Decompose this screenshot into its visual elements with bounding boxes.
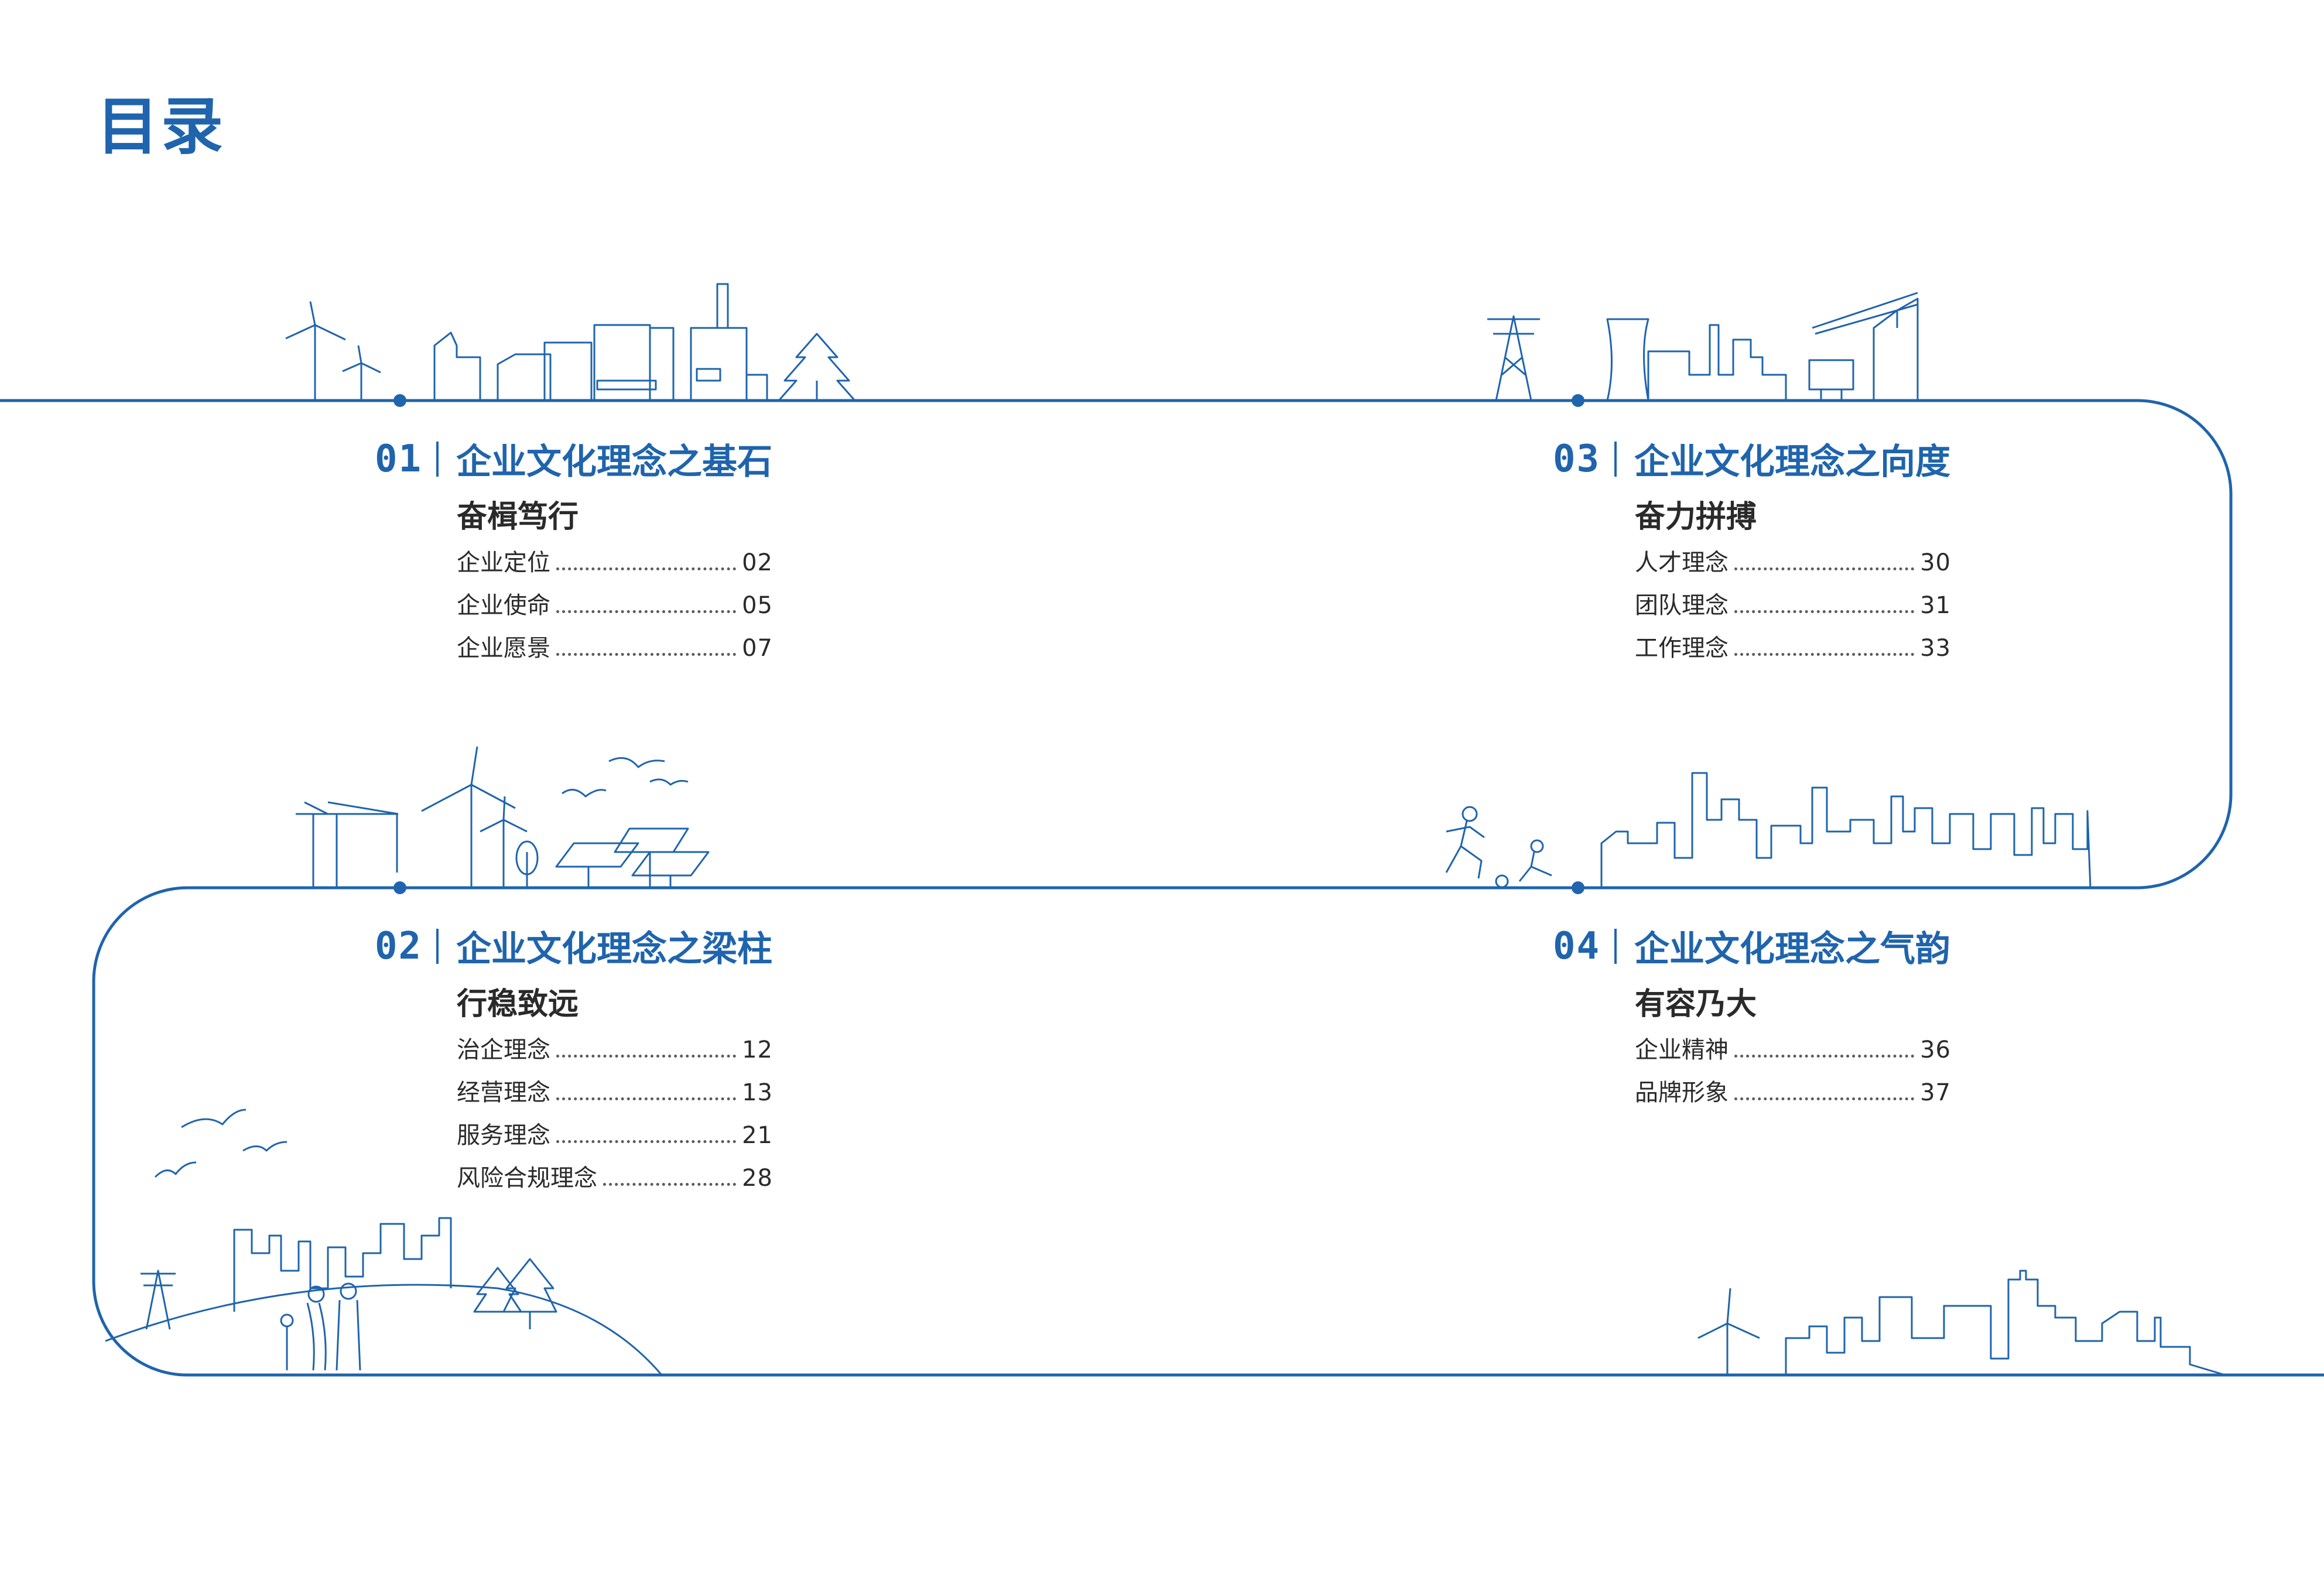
birds-icon bbox=[154, 1109, 287, 1178]
toc-entry-page: 31 bbox=[1920, 592, 1951, 619]
toc-entry-page: 07 bbox=[742, 635, 773, 662]
toc-entry-label: 企业定位 bbox=[457, 549, 550, 576]
toc-entry[interactable]: 团队理念 31 bbox=[1635, 586, 1951, 629]
toc-entry[interactable]: 服务理念 21 bbox=[457, 1116, 773, 1159]
football-players-icon bbox=[1445, 806, 1552, 888]
toc-entry-page: 30 bbox=[1920, 549, 1951, 576]
toc-entry-label: 企业愿景 bbox=[457, 635, 550, 662]
toc-entry-page: 37 bbox=[1920, 1079, 1951, 1106]
dot-leader bbox=[1734, 598, 1915, 613]
toc-list: 企业定位 02 企业使命 05 企业愿景 07 bbox=[457, 543, 773, 672]
dot-leader bbox=[1734, 641, 1915, 656]
section-subtitle: 奋力拼搏 bbox=[1635, 500, 1757, 535]
toc-list: 治企理念 12 经营理念 13 服务理念 21 风险合规理念 28 bbox=[457, 1031, 773, 1202]
toc-entry-page: 33 bbox=[1920, 635, 1951, 662]
toc-entry-page: 13 bbox=[742, 1079, 773, 1106]
toc-list: 人才理念 30 团队理念 31 工作理念 33 bbox=[1635, 543, 1951, 672]
toc-entry-label: 工作理念 bbox=[1635, 635, 1729, 662]
toc-entry-label: 人才理念 bbox=[1635, 549, 1729, 576]
toc-entry-label: 服务理念 bbox=[457, 1122, 550, 1149]
toc-entry-label: 企业精神 bbox=[1635, 1036, 1729, 1063]
toc-entry-label: 团队理念 bbox=[1635, 592, 1729, 619]
section-number: 02 bbox=[375, 924, 423, 968]
section-divider bbox=[1614, 441, 1617, 477]
tower-crane-icon bbox=[296, 801, 399, 889]
toc-entry-page: 02 bbox=[742, 549, 773, 576]
section-divider bbox=[436, 441, 439, 477]
path-node-03 bbox=[1572, 394, 1584, 407]
toc-entry-page: 36 bbox=[1920, 1036, 1951, 1063]
dot-leader bbox=[603, 1171, 737, 1186]
dot-leader bbox=[556, 1043, 737, 1058]
tree-icon bbox=[778, 333, 856, 402]
dot-leader bbox=[1734, 556, 1915, 570]
section-number: 01 bbox=[375, 437, 423, 481]
toc-entry[interactable]: 企业定位 02 bbox=[457, 543, 773, 586]
timeline-path bbox=[0, 399, 2324, 1377]
section-subtitle: 有容乃大 bbox=[1635, 987, 1757, 1022]
toc-entry[interactable]: 人才理念 30 bbox=[1635, 543, 1951, 586]
path-node-04 bbox=[1572, 881, 1584, 894]
harbor-crane-icon bbox=[1812, 292, 1919, 401]
section-title[interactable]: 企业文化理念之向度 bbox=[1634, 442, 1951, 483]
city-skyline-icon bbox=[1600, 772, 2092, 888]
solar-panel-icon bbox=[555, 827, 710, 888]
toc-entry-page: 05 bbox=[742, 592, 773, 619]
toc-entry-label: 企业使命 bbox=[457, 592, 550, 619]
section-divider bbox=[436, 928, 439, 964]
toc-entry-label: 经营理念 bbox=[457, 1079, 550, 1106]
dot-leader bbox=[1734, 1086, 1915, 1100]
transmission-tower-icon bbox=[1487, 315, 1540, 401]
section-divider bbox=[1614, 928, 1617, 964]
path-node-01 bbox=[393, 394, 406, 407]
section-number: 03 bbox=[1553, 437, 1601, 481]
toc-entry[interactable]: 品牌形象 37 bbox=[1635, 1073, 1951, 1116]
toc-entry[interactable]: 工作理念 33 bbox=[1635, 629, 1951, 672]
dot-leader bbox=[556, 598, 737, 613]
toc-entry[interactable]: 企业精神 36 bbox=[1635, 1031, 1951, 1073]
family-silhouette-icon bbox=[280, 1282, 361, 1371]
toc-entry[interactable]: 企业使命 05 bbox=[457, 586, 773, 629]
tree-icon bbox=[473, 1258, 557, 1329]
section-subtitle: 行稳致远 bbox=[457, 987, 579, 1022]
toc-entry-page: 21 bbox=[742, 1122, 773, 1149]
section-title[interactable]: 企业文化理念之基石 bbox=[456, 442, 773, 483]
toc-entry-page: 28 bbox=[742, 1165, 773, 1192]
transmission-tower-icon bbox=[141, 1270, 176, 1330]
toc-entry-label: 治企理念 bbox=[457, 1036, 550, 1063]
wind-turbine-icon bbox=[421, 746, 528, 888]
dot-leader bbox=[556, 641, 737, 656]
power-plant-skyline-icon bbox=[1606, 318, 1854, 401]
dot-leader bbox=[1734, 1043, 1915, 1058]
hill-outline bbox=[105, 1284, 663, 1376]
tree-icon bbox=[515, 840, 539, 888]
birds-icon bbox=[562, 757, 689, 798]
path-node-02 bbox=[393, 881, 406, 894]
toc-entry-label: 风险合规理念 bbox=[457, 1165, 597, 1192]
section-title[interactable]: 企业文化理念之梁柱 bbox=[456, 929, 773, 970]
toc-entry-page: 12 bbox=[742, 1036, 773, 1063]
dot-leader bbox=[556, 1086, 737, 1100]
toc-entry[interactable]: 企业愿景 07 bbox=[457, 629, 773, 672]
toc-entry[interactable]: 风险合规理念 28 bbox=[457, 1159, 773, 1202]
wind-turbine-icon bbox=[285, 301, 381, 401]
city-skyline-icon bbox=[233, 1217, 452, 1312]
wind-turbine-icon bbox=[1697, 1288, 1760, 1375]
toc-list: 企业精神 36 品牌形象 37 bbox=[1635, 1031, 1951, 1116]
dot-leader bbox=[556, 556, 737, 570]
section-subtitle: 奋楫笃行 bbox=[457, 500, 579, 535]
section-title[interactable]: 企业文化理念之气韵 bbox=[1634, 929, 1951, 970]
dot-leader bbox=[556, 1128, 737, 1143]
toc-entry-label: 品牌形象 bbox=[1635, 1079, 1729, 1106]
toc-entry[interactable]: 经营理念 13 bbox=[457, 1073, 773, 1116]
city-skyline-icon bbox=[1785, 1270, 2226, 1376]
section-number: 04 bbox=[1553, 924, 1601, 968]
factory-skyline-icon bbox=[433, 283, 768, 402]
toc-entry[interactable]: 治企理念 12 bbox=[457, 1031, 773, 1073]
page-title: 目录 bbox=[97, 91, 225, 163]
